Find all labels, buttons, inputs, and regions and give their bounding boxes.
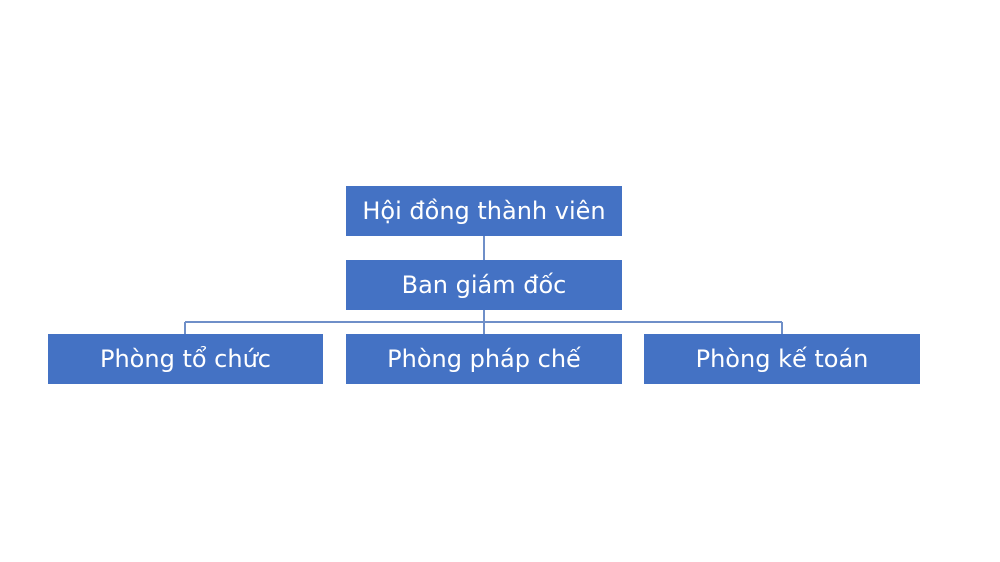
node-label: Phòng pháp chế [387,345,581,373]
node-department-organization: Phòng tổ chức [48,334,323,384]
node-department-legal: Phòng pháp chế [346,334,622,384]
node-label: Hội đồng thành viên [362,197,606,225]
node-board-of-members: Hội đồng thành viên [346,186,622,236]
node-label: Phòng tổ chức [100,345,271,373]
node-department-accounting: Phòng kế toán [644,334,920,384]
node-label: Phòng kế toán [695,345,869,373]
node-board-of-directors: Ban giám đốc [346,260,622,310]
node-label: Ban giám đốc [401,271,567,299]
